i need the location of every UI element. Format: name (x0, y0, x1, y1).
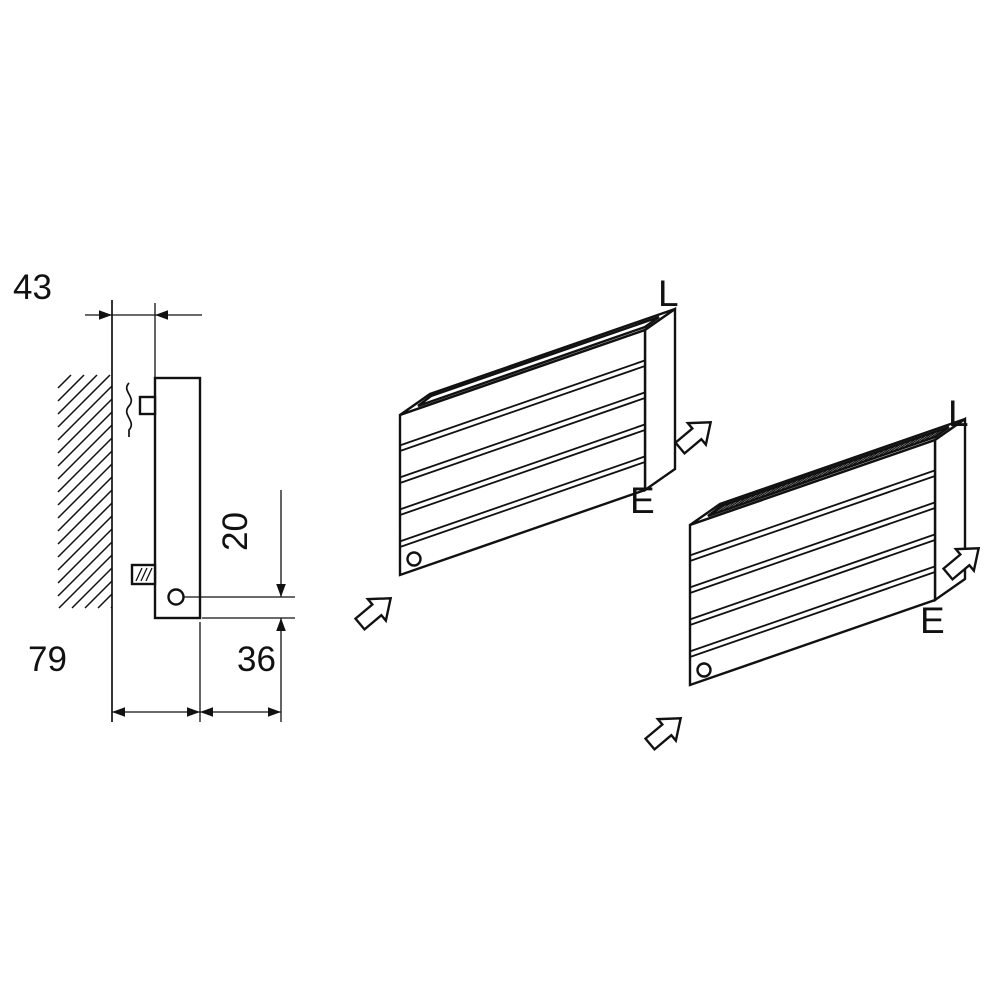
label-e: E (630, 480, 655, 521)
flow-arrow (353, 597, 393, 632)
dim-arrow (268, 707, 281, 717)
front-face (398, 328, 647, 577)
dim-36-label: 36 (237, 640, 276, 679)
radiator-side-body (153, 376, 202, 620)
dim-20-label: 20 (216, 512, 255, 551)
drain-plug-circle (696, 662, 712, 678)
dim-arrow (155, 310, 168, 320)
front-face (688, 438, 937, 687)
dim-79-label: 79 (28, 640, 67, 679)
dim-arrow (187, 707, 200, 717)
drain-plug-circle (406, 551, 422, 567)
dim-arrow (276, 584, 286, 597)
iso-radiator-open-channel: L E (398, 273, 679, 577)
flow-arrow (673, 421, 713, 456)
front-slat-grooves (689, 469, 936, 658)
dim-arrow (112, 707, 125, 717)
iso-radiator-grille-top: L E (688, 393, 969, 687)
label-e: E (920, 600, 945, 641)
end-face (643, 306, 677, 493)
front-slat-grooves (399, 359, 646, 548)
dim-arrow (276, 618, 286, 631)
dim-arrow (99, 310, 112, 320)
label-l: L (658, 273, 679, 314)
flow-arrow (941, 547, 981, 582)
valve-hatch (135, 567, 153, 582)
top-opening (417, 315, 660, 408)
dim-43-label: 43 (13, 268, 52, 307)
top-grille-hatch (707, 426, 949, 517)
pipe-connection-circle (167, 588, 185, 606)
bracket-hook (138, 395, 157, 416)
flow-arrow (643, 717, 683, 752)
dim-arrow (200, 707, 213, 717)
mounting-bracket (125, 382, 133, 437)
label-l: L (948, 393, 969, 434)
wall-hatch-pattern (57, 374, 113, 609)
